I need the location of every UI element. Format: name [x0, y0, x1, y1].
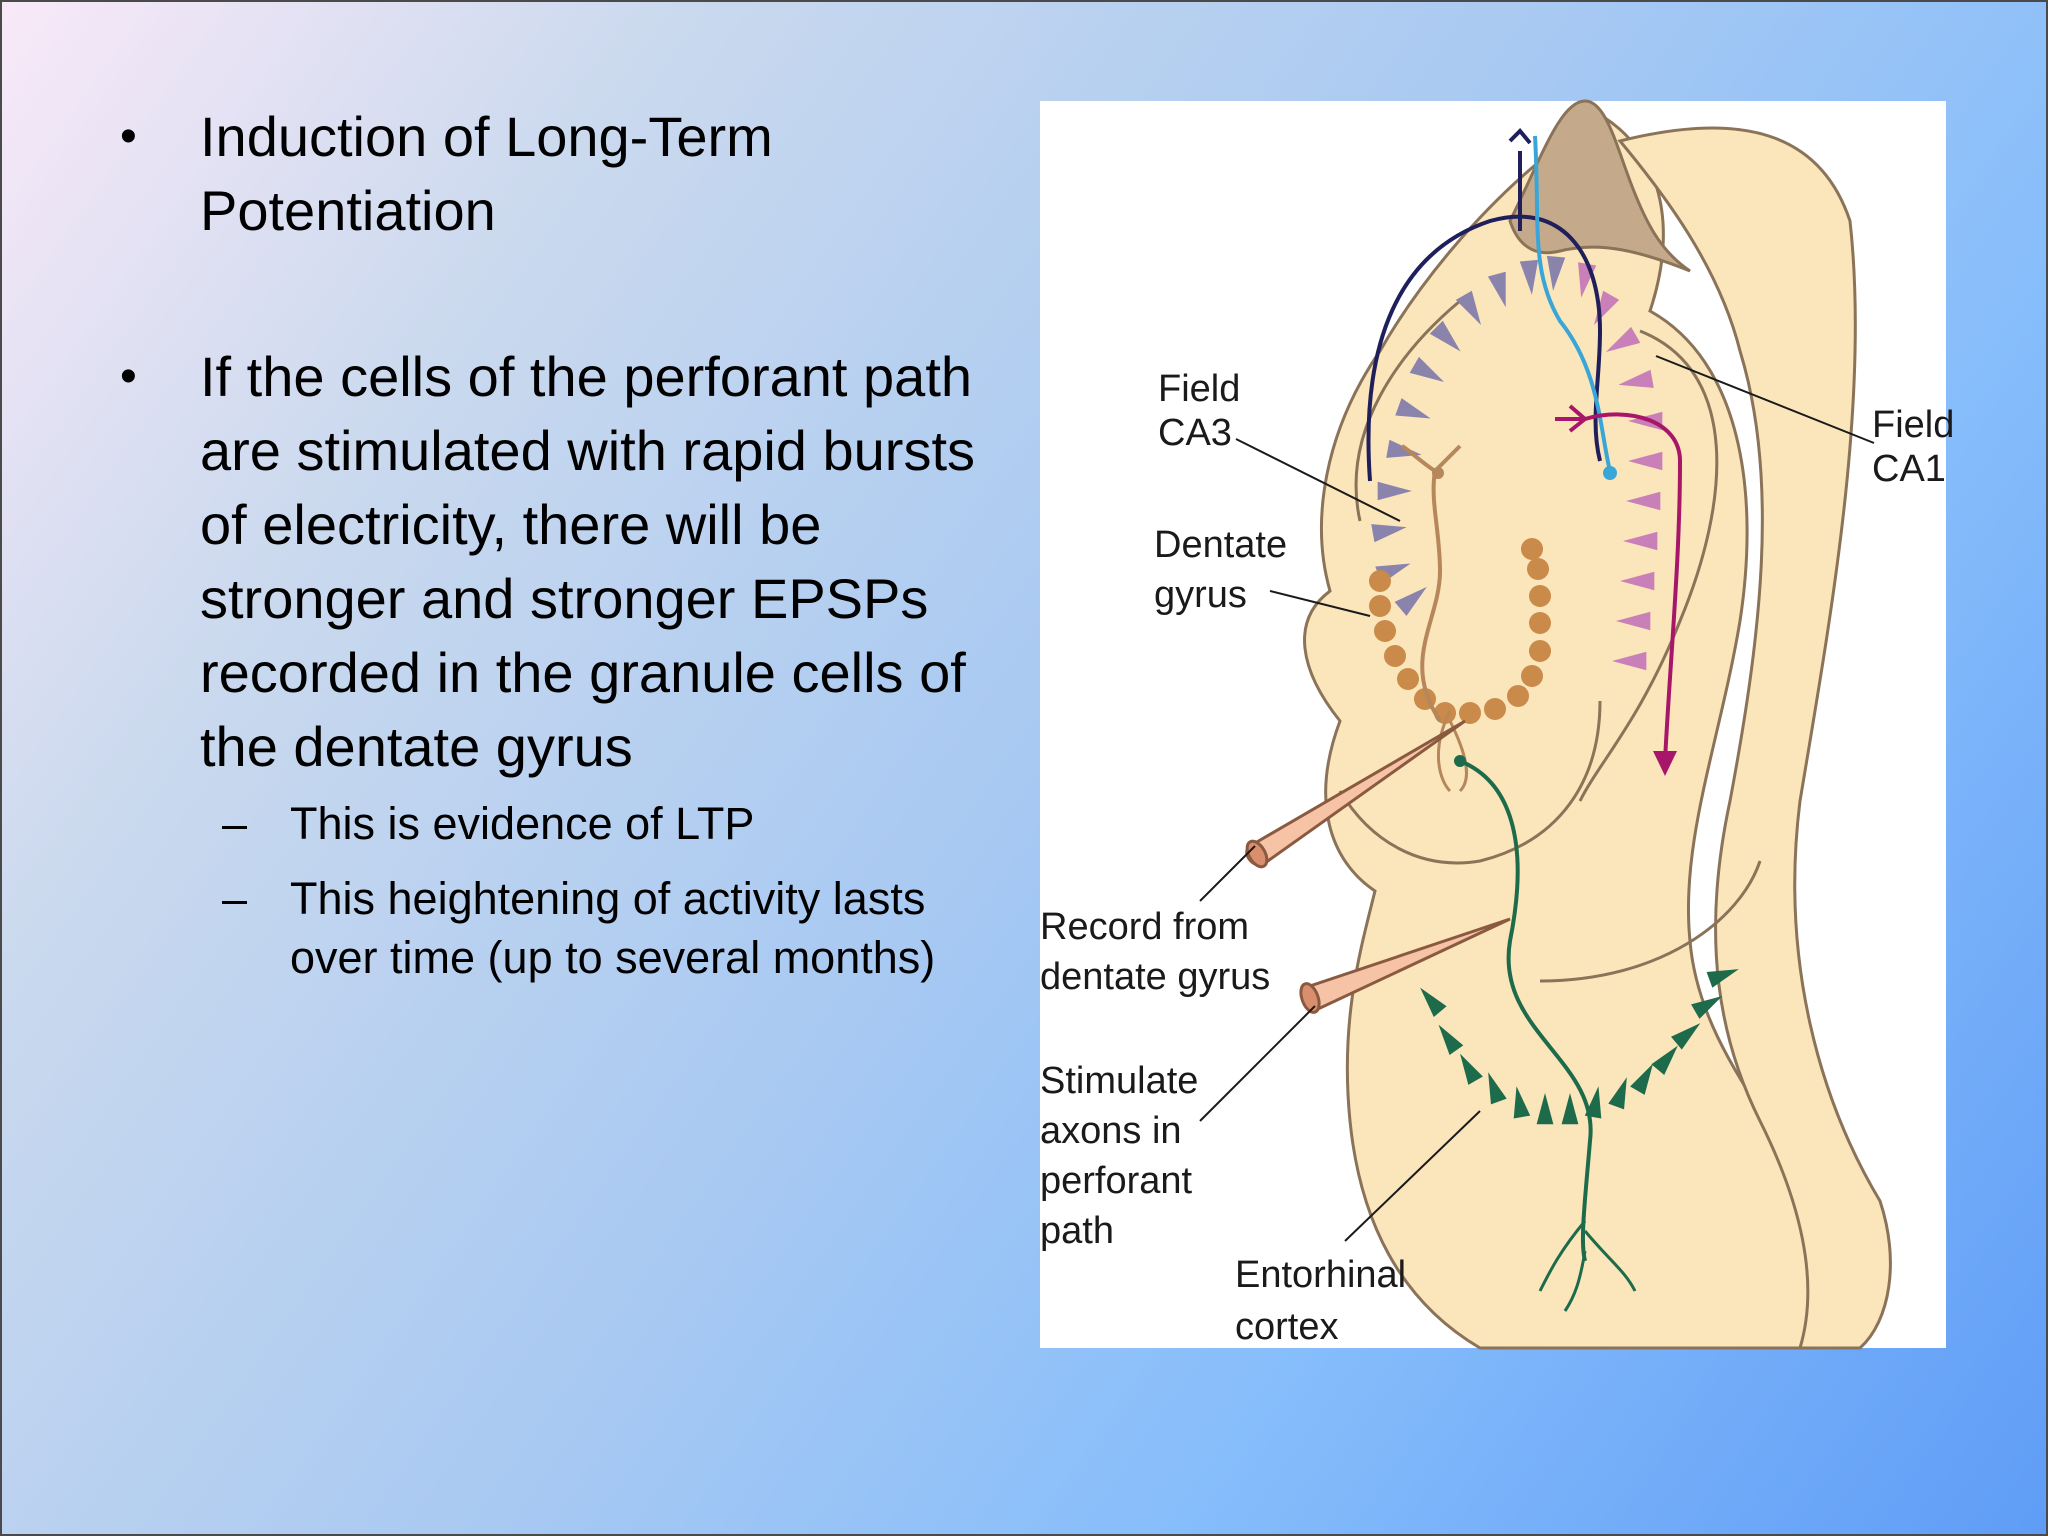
ca1-cell [1623, 531, 1658, 551]
entorhinal-cell [1608, 1077, 1627, 1110]
entorhinal-cell [1460, 1053, 1483, 1085]
label-entorhinal: Entorhinal cortex [1235, 1254, 1417, 1348]
granule-cell [1484, 698, 1506, 720]
entorhinal-cell [1536, 1093, 1554, 1125]
ca1-cell [1626, 491, 1661, 511]
ca1-cell [1616, 611, 1651, 631]
tissue-tip [1508, 99, 1691, 273]
tissue-right-lobe [1617, 126, 1892, 1350]
entorhinal-cell [1630, 1063, 1653, 1095]
ca3-cell [1455, 290, 1481, 326]
ca3-cell [1394, 586, 1427, 616]
ca1-axon-arrow [1653, 751, 1677, 776]
ca3-cell [1395, 398, 1431, 419]
granule-cell [1529, 612, 1551, 634]
bullet-symbol: • [120, 110, 137, 163]
entorhinal-dendrites [1538, 1220, 1637, 1312]
entorhinal-cell [1561, 1093, 1579, 1125]
perforant-path-terminal [1454, 755, 1466, 767]
leader-entorhinal [1344, 1110, 1481, 1242]
ca3-cell [1377, 481, 1412, 501]
slide-text: • Induction of Long-Term Potentiation • … [120, 100, 980, 987]
dash-symbol: – [222, 873, 248, 924]
hippocampus-diagram: Field CA3 Field CA1 Dentate gyrus Record… [1040, 99, 1954, 1350]
entorhinal-cell [1651, 1045, 1678, 1075]
granule-cell [1374, 620, 1396, 642]
leader-ca1 [1655, 355, 1875, 444]
label-field-ca1: Field CA1 [1872, 404, 1965, 490]
granule-cell [1369, 595, 1391, 617]
leader-dentate [1269, 590, 1371, 617]
dentate-granule-cells [1369, 538, 1551, 724]
mossy-fiber-axon [1366, 151, 1603, 482]
granule-axon-terminal [1432, 467, 1444, 479]
leader-stimulate [1199, 1005, 1316, 1122]
inner-curve-lower [1539, 860, 1762, 983]
sub-bullet-text: This heightening of activity lasts over … [290, 873, 936, 983]
ca1-cell [1618, 369, 1654, 388]
ca1-cell [1612, 651, 1647, 671]
ca3-cell [1429, 320, 1461, 352]
granule-cell [1459, 702, 1481, 724]
tissue-outer [1303, 105, 1836, 1350]
granule-cell [1521, 665, 1543, 687]
label-field-ca3: Field CA3 [1158, 368, 1251, 454]
dash-symbol: – [222, 798, 248, 849]
ca3-cell [1409, 356, 1445, 382]
granule-dendrites [1436, 710, 1469, 793]
ca1-cell [1628, 411, 1663, 431]
ca3-cell [1546, 255, 1566, 291]
ca1-cell [1605, 326, 1641, 352]
label-dentate-gyrus: Dentate gyrus [1154, 524, 1298, 616]
entorhinal-cell [1438, 1024, 1464, 1055]
ca3-output-arrow [1508, 128, 1532, 145]
schaffer-collateral [1533, 135, 1612, 472]
entorhinal-cell [1513, 1086, 1531, 1119]
perforant-path-axon [1459, 759, 1593, 1262]
granule-cell [1521, 538, 1543, 560]
entorhinal-cell [1706, 969, 1739, 988]
entorhinal-cell [1420, 987, 1447, 1017]
bullet-symbol: • [120, 350, 137, 403]
bullet-text: If the cells of the perforant path are s… [200, 345, 976, 778]
label-stimulate: Stimulate axons in perforant path [1040, 1060, 1209, 1252]
granule-cell [1384, 645, 1406, 667]
inner-curve-ca [1578, 329, 1719, 802]
label-record: Record from dentate gyrus [1040, 906, 1270, 998]
leader-ca3 [1235, 438, 1401, 522]
sub-bullet-text: This is evidence of LTP [290, 798, 755, 849]
granule-cell [1529, 585, 1551, 607]
leader-record [1199, 845, 1256, 902]
ca3-cell [1371, 524, 1407, 543]
ca3-pyramidal-cells [1371, 255, 1566, 616]
stimulate-electrode [1299, 917, 1511, 1014]
granule-cell [1507, 685, 1529, 707]
entorhinal-cell [1671, 1023, 1701, 1050]
inner-curve-dg [1338, 700, 1602, 865]
bullet-ltp-title: • Induction of Long-Term Potentiation [120, 100, 980, 248]
granule-cell [1397, 668, 1419, 690]
entorhinal-cell [1488, 1072, 1507, 1105]
bullet-text: Induction of Long-Term Potentiation [200, 105, 773, 242]
hippocampus-svg: Field CA3 Field CA1 Dentate gyrus Record… [1040, 99, 1954, 1350]
ca1-cell [1620, 571, 1655, 591]
ca3-cell [1487, 271, 1506, 308]
schaffer-terminal [1603, 466, 1617, 480]
ca3-cell [1519, 259, 1539, 295]
ca1-cell [1628, 451, 1663, 471]
inner-curve-hilus [1354, 299, 1461, 522]
ca1-dendrite-fork [1555, 404, 1589, 433]
granule-cell [1529, 640, 1551, 662]
bullet-perforant-path: • If the cells of the perforant path are… [120, 340, 980, 784]
ca1-axon [1584, 412, 1683, 762]
sub-bullet-evidence: – This is evidence of LTP [120, 794, 980, 853]
granule-cell [1369, 570, 1391, 592]
sub-bullet-duration: – This heightening of activity lasts ove… [120, 869, 980, 987]
granule-cell [1527, 558, 1549, 580]
entorhinal-cell [1691, 996, 1723, 1019]
